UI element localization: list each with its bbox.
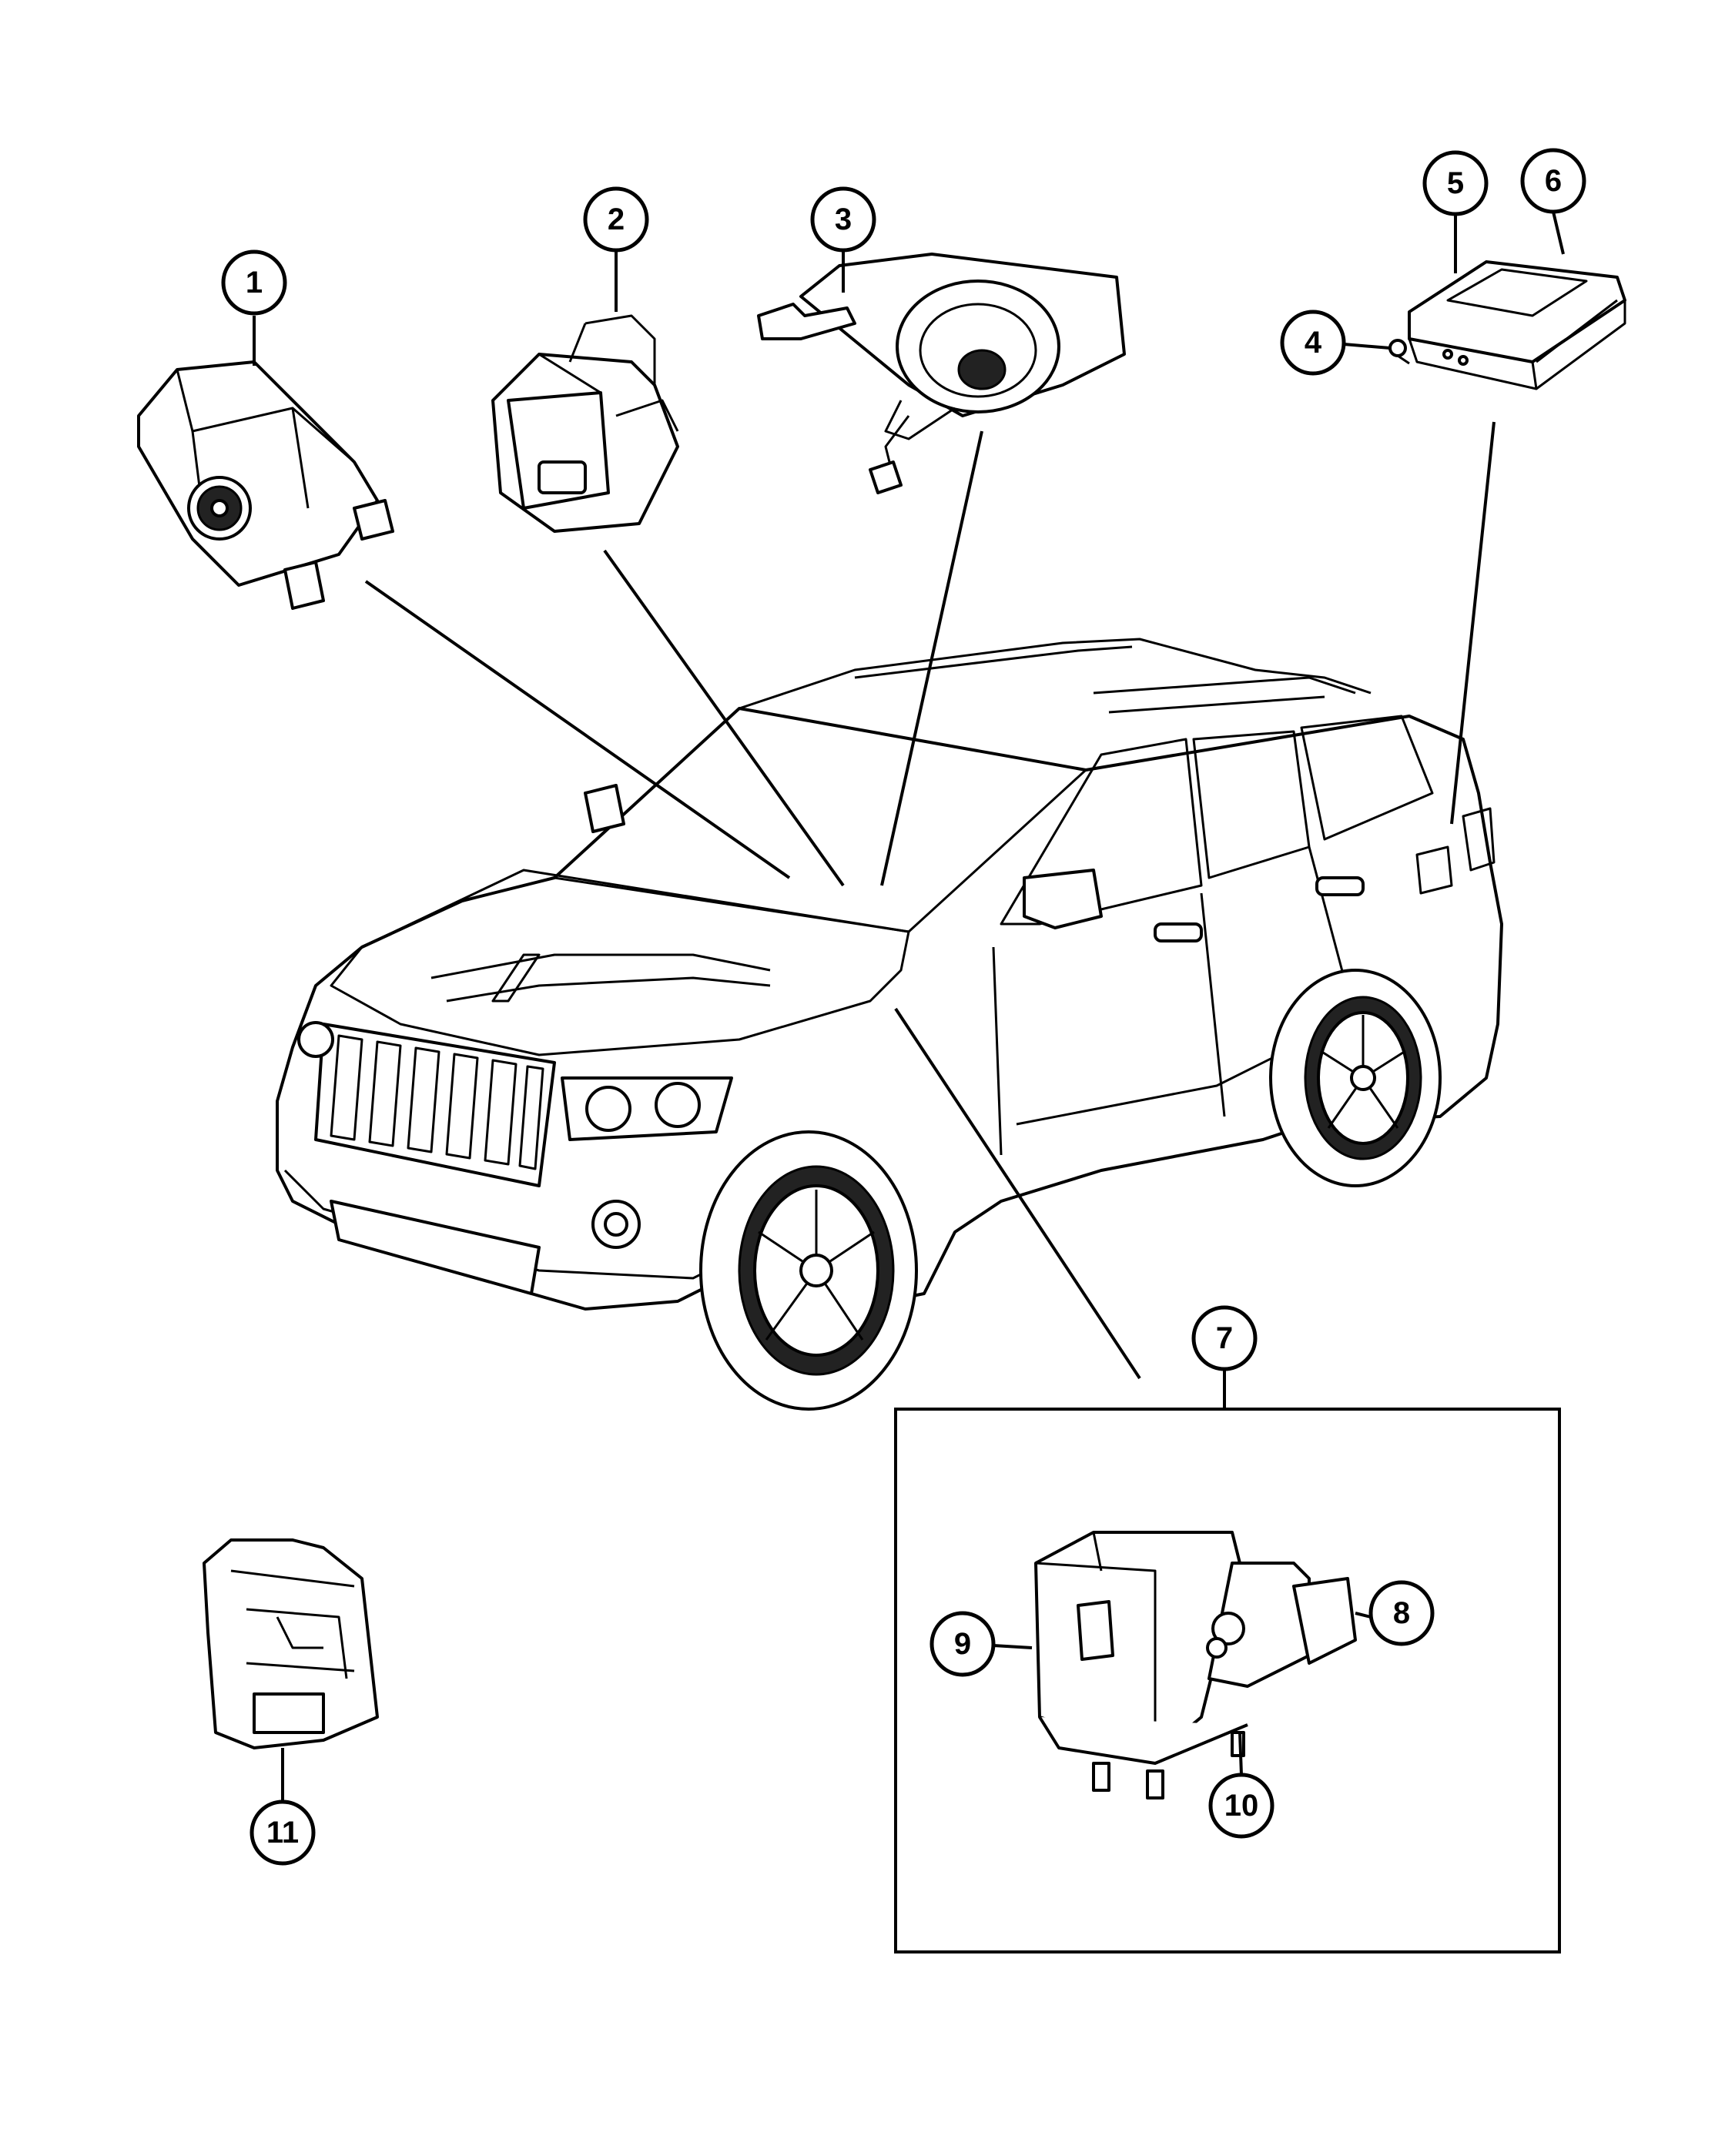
callout-10: 10 [1208,1773,1274,1839]
callout-9: 9 [929,1611,996,1677]
module-2-illustration [491,314,679,533]
callout-3: 3 [810,186,876,253]
callout-4: 4 [1280,310,1346,376]
callout-1: 1 [221,249,287,316]
screw-4-illustration [1388,339,1410,365]
svg-text:2: 2 [608,203,625,236]
bracket-11-illustration [203,1538,379,1749]
svg-text:3: 3 [835,203,852,236]
assembly-7-box [894,1408,1561,1953]
vehicle-illustration [276,638,1503,1411]
callout-2: 2 [583,186,649,253]
callout-7: 7 [1191,1305,1258,1371]
callout-11: 11 [250,1799,316,1866]
module-3-illustration [757,253,1126,494]
svg-text:11: 11 [266,1816,299,1850]
module-5-6-illustration [1408,260,1626,390]
svg-text:6: 6 [1545,164,1562,198]
leader-lines [253,211,1565,1802]
svg-text:4: 4 [1305,326,1322,360]
svg-text:10: 10 [1224,1789,1259,1823]
svg-text:5: 5 [1447,166,1464,200]
callout-8: 8 [1368,1580,1435,1646]
svg-text:8: 8 [1393,1596,1410,1630]
svg-text:1: 1 [246,266,263,300]
svg-text:7: 7 [1216,1321,1233,1355]
callout-5: 5 [1422,150,1489,216]
callout-6: 6 [1520,148,1586,214]
module-1-illustration [137,360,394,610]
assembly-7-illustration [1034,1531,1357,1799]
svg-text:9: 9 [954,1627,971,1661]
